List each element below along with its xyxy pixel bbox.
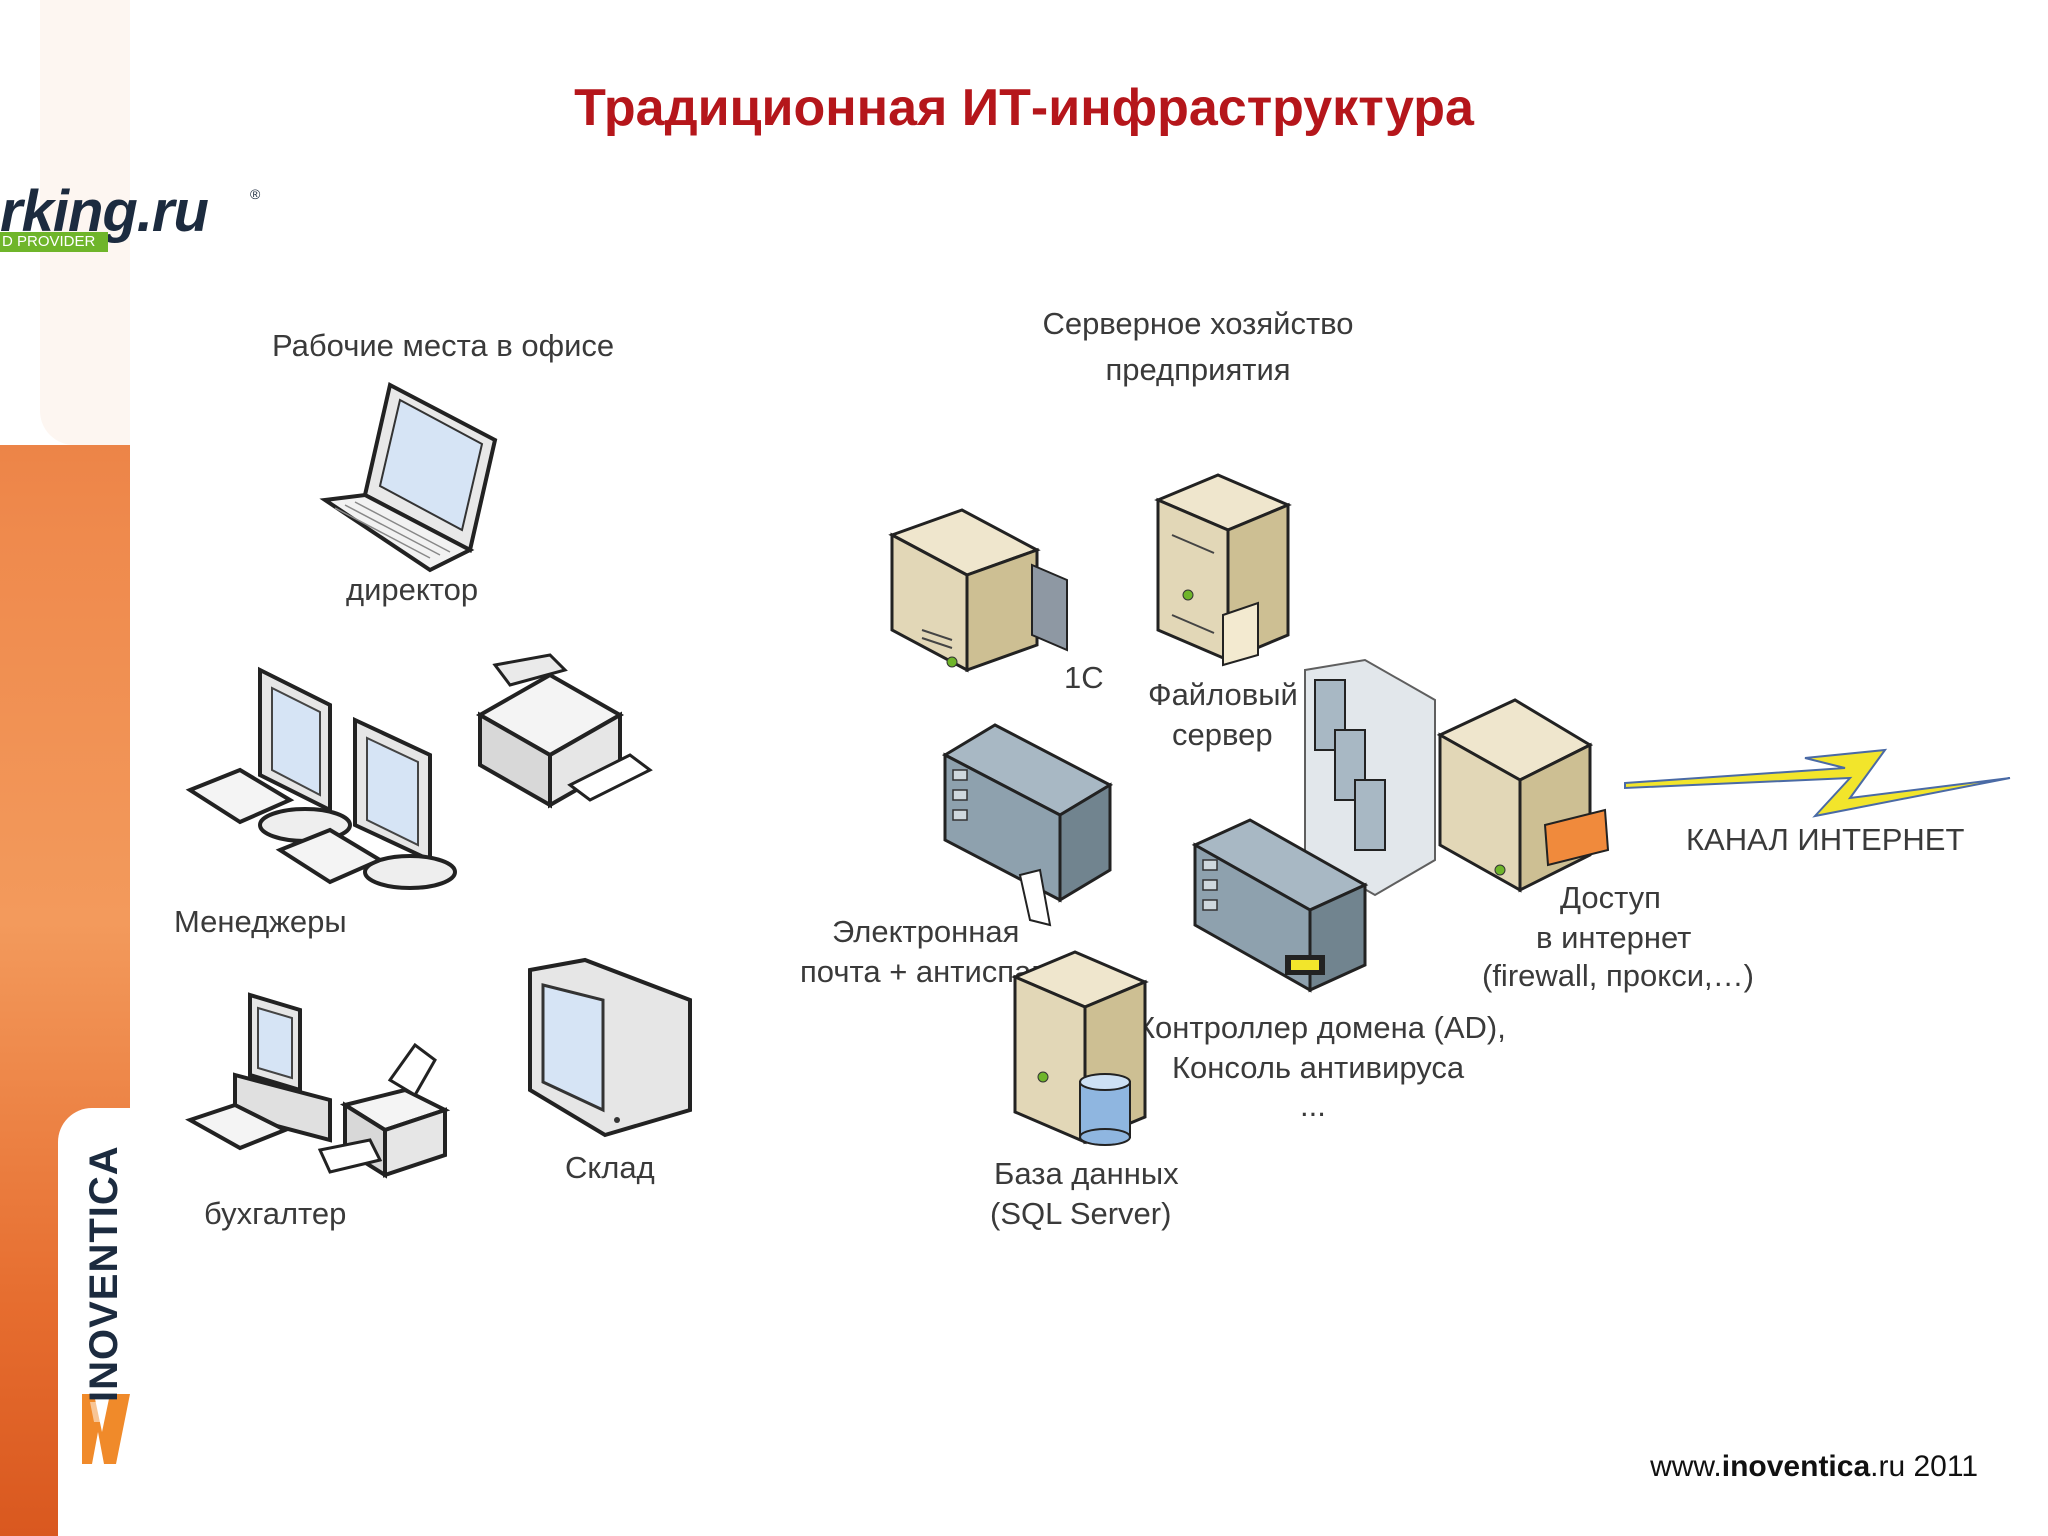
- footer-url: www.inoventica.ru 2011: [1650, 1450, 1978, 1484]
- database-server-icon: [1011, 950, 1149, 1146]
- database-label-line2: (SQL Server): [990, 1196, 1172, 1231]
- servers-section-heading-line2: предприятия: [1105, 352, 1291, 387]
- server-1c-icon: [888, 508, 1068, 673]
- footer-prefix: www.: [1650, 1450, 1722, 1483]
- crt-monitor-icon: [528, 957, 692, 1138]
- internet-gateway-server-icon: [1436, 698, 1610, 893]
- internet-access-label-line2: в интернет: [1536, 920, 1692, 955]
- printer-icon: [475, 653, 653, 809]
- email-server-icon: [941, 723, 1114, 927]
- sidebar-top-panel-inner: [40, 0, 130, 445]
- laptop-icon: [319, 382, 498, 573]
- inoventica-logo-icon: [82, 1394, 130, 1464]
- file-server-icon: [1154, 473, 1292, 667]
- warehouse-label: Склад: [565, 1150, 655, 1185]
- internet-access-label-line1: Доступ: [1560, 880, 1661, 915]
- email-label-line1: Электронная: [832, 914, 1020, 949]
- domain-controller-icon: [1191, 818, 1369, 993]
- sidebar-lower-panel: [58, 1108, 130, 1536]
- managers-label: Менеджеры: [174, 904, 347, 939]
- file-server-label-line2: сервер: [1172, 717, 1273, 752]
- accountant-label: бухгалтер: [204, 1196, 347, 1231]
- managers-workstations-icon: [185, 666, 457, 890]
- file-server-label-line1: Файловый: [1148, 677, 1298, 712]
- server-1c-label: 1С: [1064, 660, 1104, 695]
- office-section-heading: Рабочие места в офисе: [272, 328, 615, 363]
- inoventica-vertical-logo: INOVENTICA: [82, 1145, 126, 1402]
- domain-controller-label-line1: Контроллер домена (AD),: [1137, 1010, 1506, 1045]
- footer-domain: inoventica: [1721, 1450, 1871, 1483]
- email-label-line2: почта + антиспам: [800, 954, 1053, 989]
- director-label: директор: [346, 572, 479, 607]
- page-title: Традиционная ИТ-инфраструктура: [574, 79, 1474, 137]
- footer-suffix: .ru 2011: [1870, 1450, 1978, 1483]
- internet-access-label-line3: (firewall, прокси,…): [1482, 958, 1754, 993]
- logo-badge: D PROVIDER: [0, 232, 108, 252]
- domain-controller-label-line3: ...: [1300, 1088, 1326, 1123]
- logo-registered-mark: ®: [250, 186, 261, 202]
- lightning-bolt-icon: [1624, 748, 2011, 818]
- internet-channel-label: КАНАЛ ИНТЕРНЕТ: [1686, 822, 1965, 857]
- domain-controller-label-line2: Консоль антивируса: [1172, 1050, 1465, 1085]
- rack-cluster-icon: [1304, 658, 1436, 897]
- accountant-workstation-icon: [185, 992, 451, 1179]
- database-label-line1: База данных: [994, 1156, 1179, 1191]
- servers-section-heading-line1: Серверное хозяйство: [1042, 306, 1354, 341]
